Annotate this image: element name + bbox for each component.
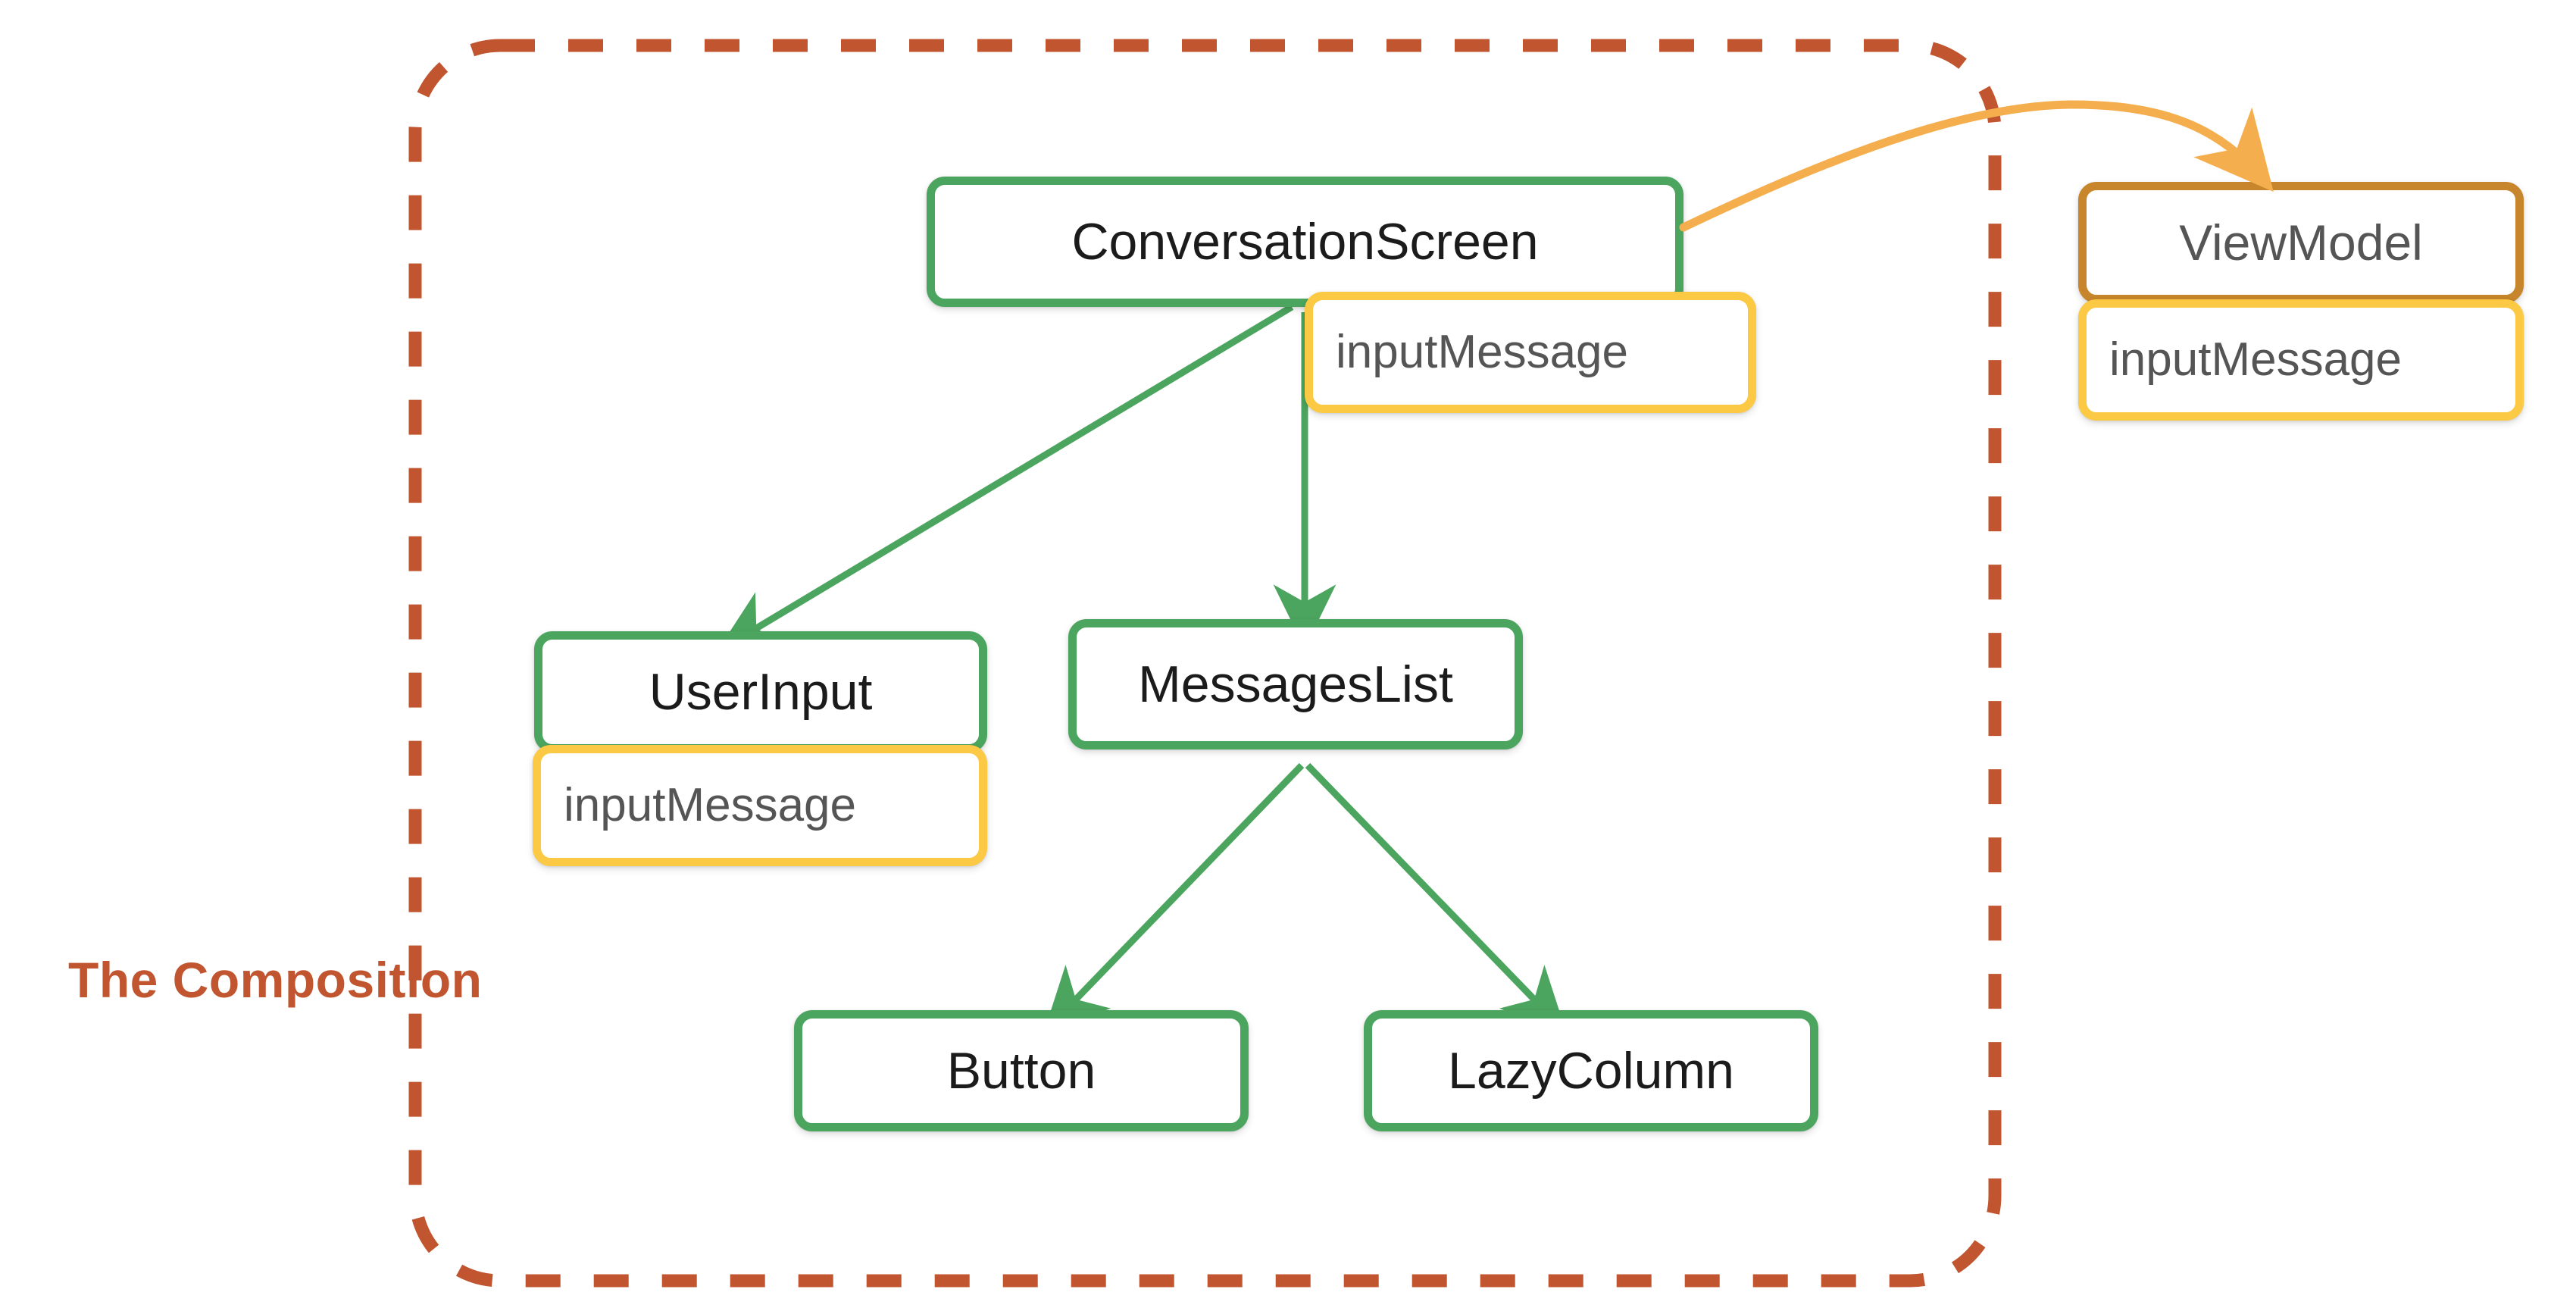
node-messages-list[interactable]: MessagesList xyxy=(1068,619,1523,749)
node-lazy-column-label: LazyColumn xyxy=(1448,1042,1734,1100)
edge-messageslist-to-lazycolumn xyxy=(1305,762,1567,1033)
node-conversation-screen[interactable]: ConversationScreen xyxy=(927,177,1683,307)
node-view-model[interactable]: ViewModel xyxy=(2078,182,2524,303)
composition-boundary-label: The Composition xyxy=(68,952,483,1008)
edge-messageslist-to-button xyxy=(1043,762,1305,1033)
edge-conversationscreen-to-userinput xyxy=(716,304,1294,652)
node-conversation-screen-label: ConversationScreen xyxy=(1071,213,1539,271)
node-button-label: Button xyxy=(946,1042,1096,1100)
state-chip-view-model[interactable]: inputMessage xyxy=(2078,299,2524,421)
node-lazy-column[interactable]: LazyColumn xyxy=(1364,1010,1818,1131)
node-user-input[interactable]: UserInput xyxy=(534,631,987,753)
node-view-model-label: ViewModel xyxy=(2179,214,2423,271)
node-user-input-label: UserInput xyxy=(649,663,873,721)
state-chip-conversation-screen[interactable]: inputMessage xyxy=(1305,292,1756,413)
state-chip-conversation-screen-label: inputMessage xyxy=(1336,326,1629,378)
node-button[interactable]: Button xyxy=(794,1010,1249,1131)
state-chip-user-input-label: inputMessage xyxy=(564,779,857,831)
state-chip-user-input[interactable]: inputMessage xyxy=(533,745,987,866)
node-messages-list-label: MessagesList xyxy=(1138,656,1453,713)
state-chip-view-model-label: inputMessage xyxy=(2109,333,2402,386)
